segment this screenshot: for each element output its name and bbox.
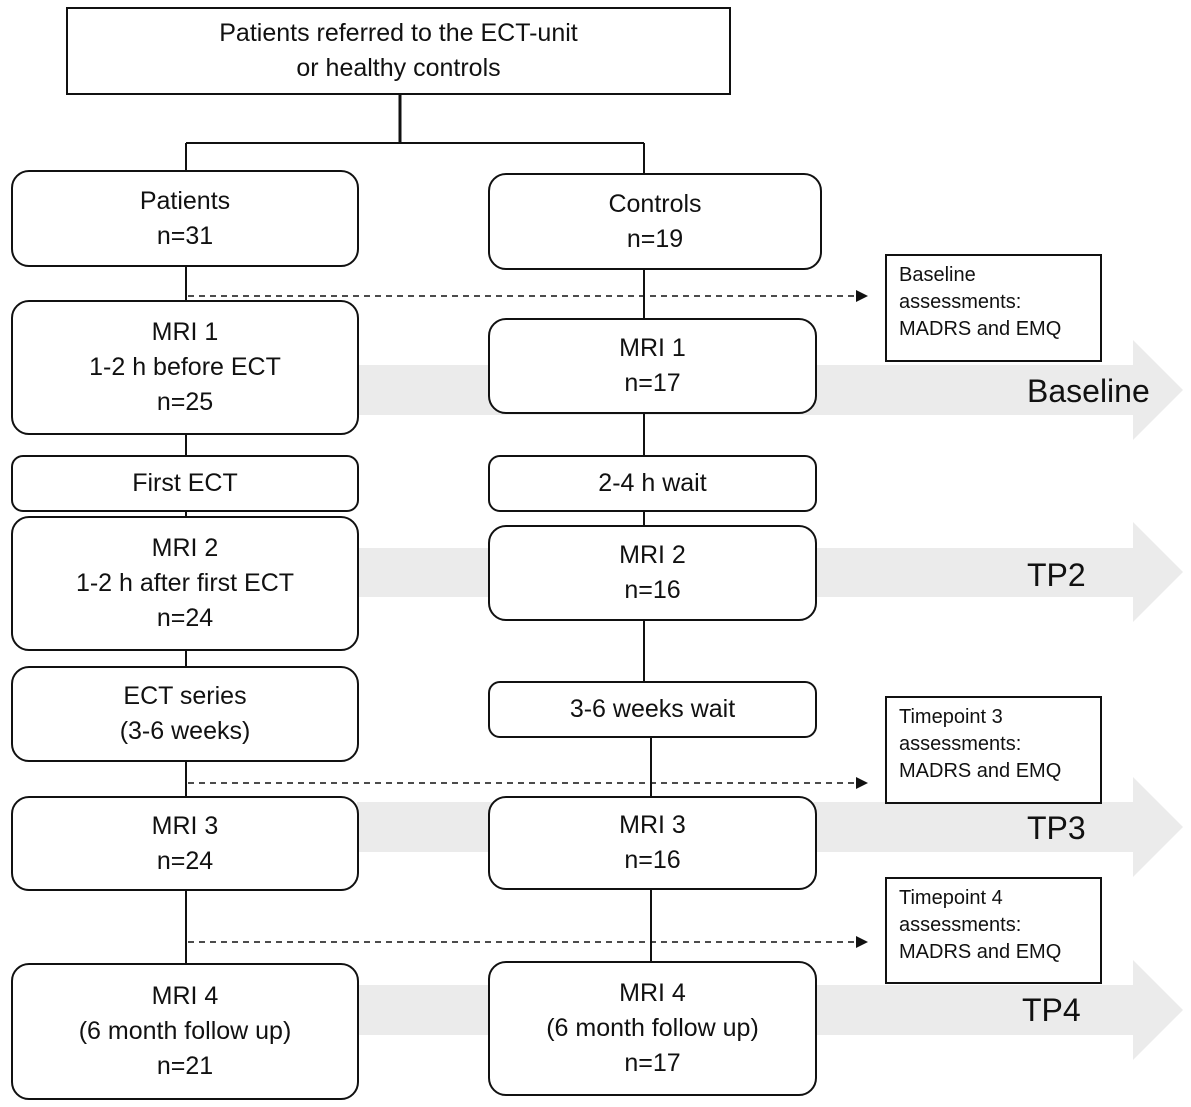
patients-mri3-box: MRI 3 n=24	[11, 796, 359, 891]
patients-mri3-title: MRI 3	[151, 811, 219, 840]
timepoint-label-tp2: TP2	[1027, 557, 1086, 593]
patients-mri4-box: MRI 4 (6 month follow up) n=21	[11, 963, 359, 1100]
controls-mri4-title: MRI 4	[619, 979, 686, 1007]
patients-mri2-box: MRI 2 1-2 h after first ECT n=24	[11, 516, 359, 651]
patients-ect-series-line2: (3-6 weeks)	[119, 717, 251, 745]
controls-wait1-label: 2-4 h wait	[598, 469, 707, 497]
controls-mri2-box: MRI 2 n=16	[488, 525, 817, 621]
assessment-note-line1: Timepoint 3	[899, 706, 1003, 728]
controls-group-box: Controls n=19	[488, 173, 822, 270]
patients-mri2-n: n=24	[156, 604, 214, 632]
assessment-note-line1: Baseline	[899, 264, 976, 286]
patients-group-box: Patients n=31	[11, 170, 359, 267]
patients-mri2-detail: 1-2 h after first ECT	[75, 569, 295, 597]
controls-mri1-title: MRI 1	[619, 334, 686, 362]
controls-mri4-detail: (6 month follow up)	[546, 1014, 759, 1042]
dashed-arrows	[188, 295, 858, 943]
controls-group-n: n=19	[626, 224, 684, 253]
patients-mri4-title: MRI 4	[151, 982, 219, 1010]
assessment-note-line3: MADRS and EMQ	[899, 318, 1062, 340]
assessment-note-line3: MADRS and EMQ	[899, 941, 1062, 963]
controls-mri4-box: MRI 4 (6 month follow up) n=17	[488, 961, 817, 1096]
controls-mri2-n: n=16	[624, 576, 681, 604]
timepoint-label-tp3: TP3	[1027, 810, 1086, 846]
controls-wait2-box: 3-6 weeks wait	[488, 681, 817, 738]
patients-mri2-title: MRI 2	[151, 534, 219, 562]
patients-ect-series-line1: ECT series	[123, 682, 247, 710]
patients-mri1-detail: 1-2 h before ECT	[89, 353, 281, 381]
controls-mri3-box: MRI 3 n=16	[488, 796, 817, 890]
assessment-note-line2: assessments:	[899, 914, 1022, 936]
patients-mri4-n: n=21	[156, 1052, 214, 1080]
controls-mri3-title: MRI 3	[619, 811, 686, 839]
patients-group-label: Patients	[139, 186, 231, 215]
referral-line1: Patients referred to the ECT-unit	[219, 19, 578, 47]
controls-wait1-box: 2-4 h wait	[488, 455, 817, 512]
timepoint-label-tp4: TP4	[1022, 992, 1081, 1028]
assessment-note-baseline: Baseline assessments: MADRS and EMQ	[885, 254, 1102, 362]
referral-box: Patients referred to the ECT-unit or hea…	[66, 7, 731, 95]
assessment-note-line3: MADRS and EMQ	[899, 760, 1062, 782]
patients-mri1-title: MRI 1	[151, 318, 219, 346]
patients-group-n: n=31	[156, 221, 214, 250]
assessment-note-line2: assessments:	[899, 291, 1022, 313]
patients-ect-series-box: ECT series (3-6 weeks)	[11, 666, 359, 762]
arrowheads	[856, 290, 868, 948]
controls-mri4-n: n=17	[624, 1049, 681, 1077]
assessment-note-timepoint3: Timepoint 3 assessments: MADRS and EMQ	[885, 696, 1102, 804]
timepoint-label-baseline: Baseline	[1027, 373, 1150, 409]
patients-mri4-detail: (6 month follow up)	[78, 1017, 292, 1045]
patients-mri3-n: n=24	[156, 846, 214, 875]
controls-group-label: Controls	[608, 189, 702, 218]
patients-mri1-box: MRI 1 1-2 h before ECT n=25	[11, 300, 359, 435]
assessment-note-timepoint4: Timepoint 4 assessments: MADRS and EMQ	[885, 877, 1102, 984]
patients-first-ect-label: First ECT	[132, 469, 238, 497]
patients-mri1-n: n=25	[156, 388, 214, 416]
connector-lines	[185, 94, 652, 964]
assessment-note-line2: assessments:	[899, 733, 1022, 755]
controls-mri1-box: MRI 1 n=17	[488, 318, 817, 414]
controls-mri2-title: MRI 2	[619, 541, 686, 569]
controls-mri1-n: n=17	[624, 369, 681, 397]
controls-wait2-label: 3-6 weeks wait	[569, 695, 736, 723]
referral-line2: or healthy controls	[296, 54, 501, 82]
assessment-note-line1: Timepoint 4	[899, 887, 1003, 909]
controls-mri3-n: n=16	[624, 846, 681, 874]
patients-first-ect-box: First ECT	[11, 455, 359, 512]
